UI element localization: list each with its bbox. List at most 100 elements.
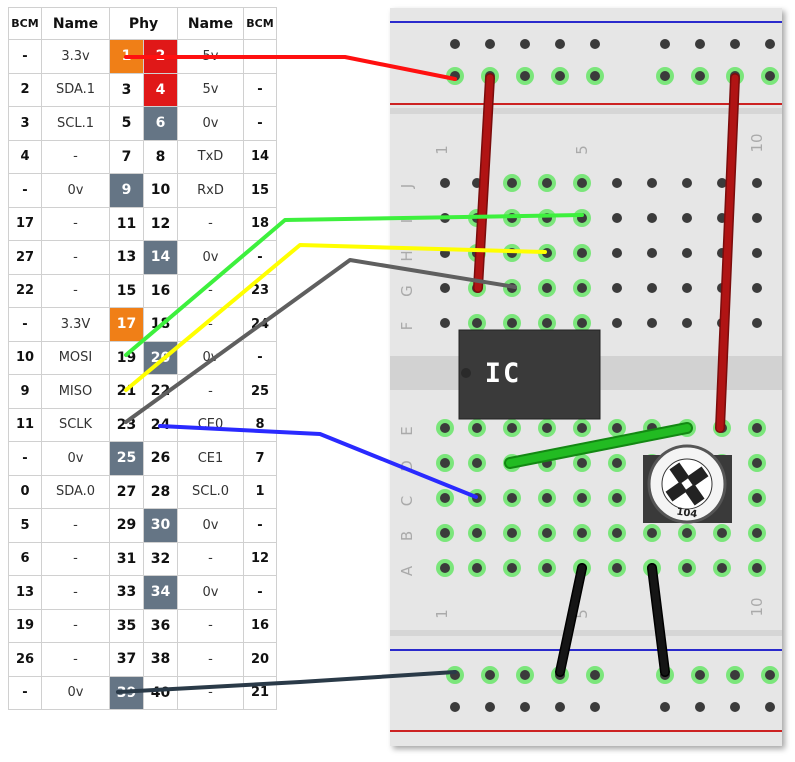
breadboard-hole [765,39,775,49]
breadboard-hole [647,528,657,538]
breadboard-hole [647,213,657,223]
breadboard-hole [730,702,740,712]
phy-pin-left: 17 [109,307,144,342]
breadboard-hole [450,39,460,49]
name-left: - [41,139,110,174]
name-right: 0v [177,340,244,375]
row-letter-h: H [398,250,416,261]
bcm-right: - [243,240,277,275]
bcm-right: 16 [243,608,277,643]
phy-pin-right: 26 [143,441,178,476]
breadboard-hole [612,318,622,328]
breadboard-hole [752,248,762,258]
phy-pin-right: 30 [143,508,178,543]
breadboard-hole [485,71,495,81]
breadboard-hole [472,423,482,433]
row-letter-g: G [398,285,416,297]
bcm-left: 3 [8,106,42,141]
phy-pin-right: 40 [143,675,178,710]
phy-pin-right: 22 [143,374,178,409]
breadboard-hole [612,458,622,468]
header-bcm-right: BCM [243,7,277,40]
breadboard-hole [472,493,482,503]
phy-pin-left: 31 [109,541,144,576]
breadboard-hole [472,563,482,573]
phy-pin-right: 28 [143,474,178,509]
name-right: - [177,675,244,710]
breadboard-hole [555,702,565,712]
phy-pin-right: 6 [143,106,178,141]
breadboard-hole [752,458,762,468]
breadboard-hole [485,39,495,49]
name-right: - [177,608,244,643]
bcm-left: 27 [8,240,42,275]
bcm-right: 14 [243,139,277,174]
breadboard-hole [647,178,657,188]
breadboard-hole [730,39,740,49]
breadboard-hole [765,702,775,712]
breadboard-hole [520,670,530,680]
name-right: - [177,642,244,677]
breadboard-hole [520,71,530,81]
breadboard-hole [695,39,705,49]
bcm-right: 8 [243,407,277,442]
row-letter-a: A [398,565,416,576]
breadboard-hole [752,318,762,328]
name-right: 0v [177,508,244,543]
name-left: - [41,575,110,610]
pinout-header-row: BCM Name Phy Name BCM [8,7,277,40]
bcm-left: 9 [8,374,42,409]
phy-pin-left: 11 [109,206,144,241]
breadboard-hole [577,458,587,468]
breadboard-hole [612,423,622,433]
breadboard-hole [472,528,482,538]
breadboard-hole [682,563,692,573]
breadboard-hole [542,493,552,503]
breadboard-hole [752,178,762,188]
name-left: - [41,206,110,241]
breadboard-hole [507,283,517,293]
breadboard-hole [612,283,622,293]
bcm-left: 22 [8,273,42,308]
name-left: 0v [41,675,110,710]
phy-pin-left: 15 [109,273,144,308]
row-letter-b: B [398,531,416,541]
bcm-left: 26 [8,642,42,677]
name-left: SDA.0 [41,474,110,509]
bottom-rail-divider [390,630,782,636]
bcm-left: - [8,307,42,342]
row-letter-f: F [398,322,416,331]
breadboard-hole [555,670,565,680]
breadboard-hole [450,670,460,680]
breadboard-hole [682,178,692,188]
breadboard-hole [752,493,762,503]
phy-pin-left: 37 [109,642,144,677]
breadboard-hole [472,283,482,293]
ic-pin1-dot [461,368,471,378]
phy-pin-right: 2 [143,39,178,74]
bcm-right: - [243,508,277,543]
breadboard-hole [577,283,587,293]
name-left: SDA.1 [41,72,110,107]
breadboard-hole [695,702,705,712]
bcm-left: - [8,675,42,710]
breadboard-hole [472,318,482,328]
breadboard-hole [695,670,705,680]
phy-pin-right: 8 [143,139,178,174]
breadboard-hole [682,248,692,258]
phy-pin-right: 4 [143,72,178,107]
breadboard-hole [660,670,670,680]
phy-pin-right: 10 [143,173,178,208]
breadboard-hole [507,248,517,258]
breadboard-hole [440,178,450,188]
col-label-bottom-10: 10 [748,597,766,616]
bcm-right: 1 [243,474,277,509]
bcm-right: 15 [243,173,277,208]
name-right: 5v [177,72,244,107]
breadboard-hole [485,702,495,712]
